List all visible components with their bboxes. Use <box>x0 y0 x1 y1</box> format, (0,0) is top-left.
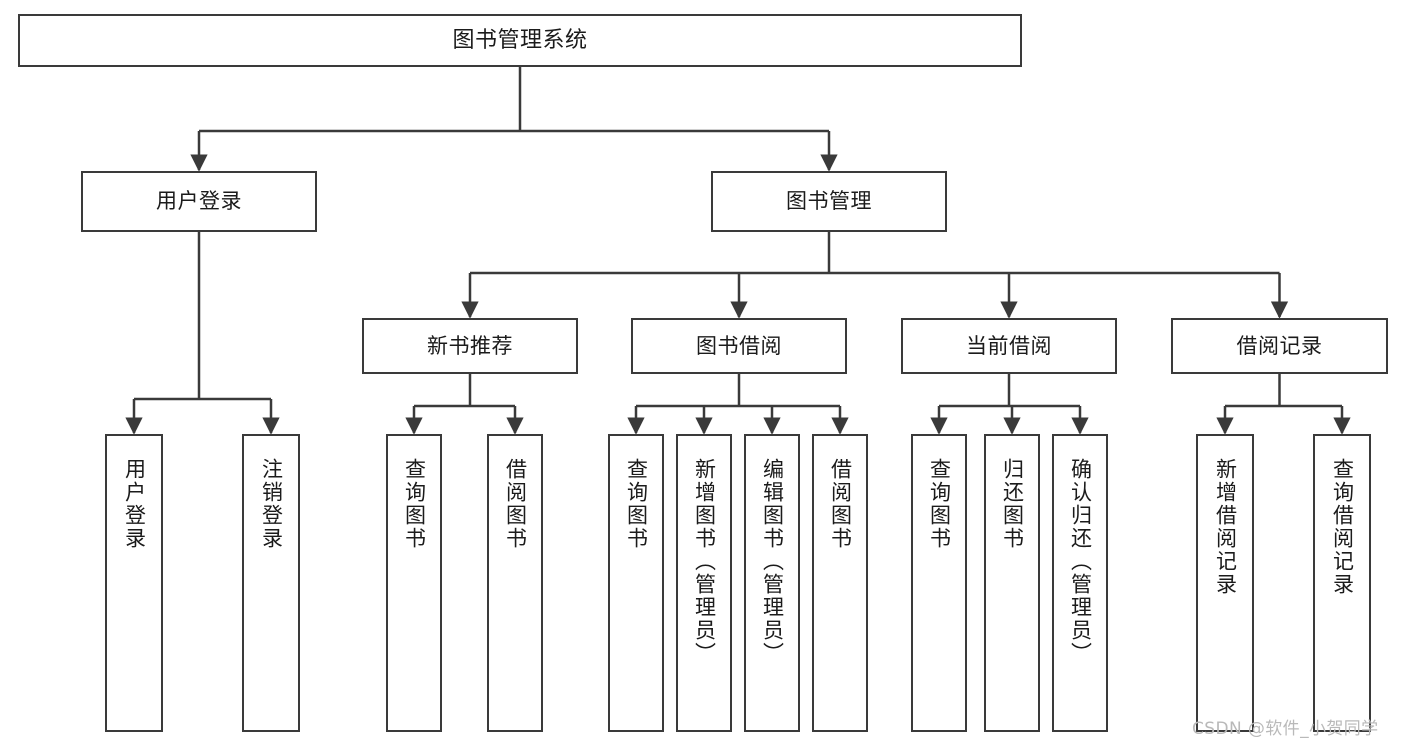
node-label: 借阅图书 <box>503 458 528 550</box>
node-label: 查询借阅记录 <box>1330 458 1355 596</box>
node-leaf-query-book-borrow[interactable]: 查询图书 <box>608 434 664 732</box>
node-label: 用户登录 <box>156 189 242 214</box>
node-leaf-query-book-cur[interactable]: 查询图书 <box>911 434 967 732</box>
node-borrow-record[interactable]: 借阅记录 <box>1171 318 1388 374</box>
node-leaf-query-record[interactable]: 查询借阅记录 <box>1313 434 1371 732</box>
node-current-borrow[interactable]: 当前借阅 <box>901 318 1117 374</box>
node-label: 借阅记录 <box>1236 333 1323 358</box>
node-label: 注销登录 <box>259 458 284 550</box>
node-label: 新书推荐 <box>427 333 513 358</box>
node-label: 新增借阅记录 <box>1213 458 1238 596</box>
node-leaf-borrow-book[interactable]: 借阅图书 <box>812 434 868 732</box>
node-label: 查询图书 <box>624 458 649 550</box>
node-label: 查询图书 <box>402 458 427 550</box>
node-label: 用户登录 <box>122 458 147 550</box>
node-leaf-add-record[interactable]: 新增借阅记录 <box>1196 434 1254 732</box>
node-label: 借阅图书 <box>828 458 853 550</box>
node-label: 确认归还（管理员） <box>1068 458 1093 665</box>
node-book-borrow[interactable]: 图书借阅 <box>631 318 847 374</box>
node-leaf-return-book[interactable]: 归还图书 <box>984 434 1040 732</box>
node-label: 图书管理系统 <box>452 27 588 53</box>
node-label: 查询图书 <box>927 458 952 550</box>
node-label: 图书管理 <box>786 189 872 214</box>
node-leaf-borrow-book-rec[interactable]: 借阅图书 <box>487 434 543 732</box>
node-label: 当前借阅 <box>966 333 1052 358</box>
node-leaf-add-book[interactable]: 新增图书（管理员） <box>676 434 732 732</box>
node-leaf-logout[interactable]: 注销登录 <box>242 434 300 732</box>
node-leaf-query-book-rec[interactable]: 查询图书 <box>386 434 442 732</box>
node-book-management[interactable]: 图书管理 <box>711 171 947 232</box>
node-new-book-recommend[interactable]: 新书推荐 <box>362 318 578 374</box>
node-label: 归还图书 <box>1000 458 1025 550</box>
csdn-watermark: CSDN @软件_小贺同学 <box>1192 719 1379 739</box>
node-root[interactable]: 图书管理系统 <box>18 14 1022 67</box>
node-user-login[interactable]: 用户登录 <box>81 171 317 232</box>
node-label: 编辑图书（管理员） <box>760 458 785 665</box>
node-leaf-user-login[interactable]: 用户登录 <box>105 434 163 732</box>
node-label: 新增图书（管理员） <box>692 458 717 665</box>
node-label: 图书借阅 <box>696 333 782 358</box>
node-leaf-edit-book[interactable]: 编辑图书（管理员） <box>744 434 800 732</box>
node-leaf-confirm-return[interactable]: 确认归还（管理员） <box>1052 434 1108 732</box>
